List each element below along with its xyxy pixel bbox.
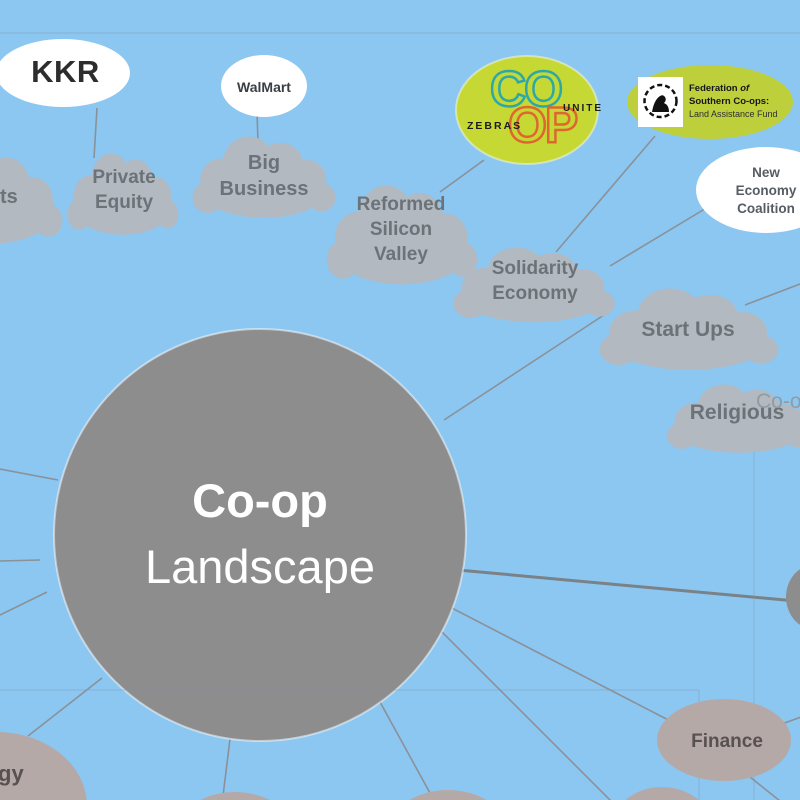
center-node-label: Co-op Landscape [110, 468, 410, 600]
node-bottom-left[interactable] [0, 732, 87, 800]
kkr-label: KKR [31, 54, 100, 89]
coop-group-label-fragment: Co-o [756, 390, 800, 413]
edge-circle-left3 [0, 591, 48, 616]
new-economy-coalition-label: New Economy Coalition [735, 165, 797, 216]
edge-circle-left1 [0, 468, 59, 481]
edge-startups-offscreen [744, 283, 800, 306]
zebras-co-outline-text: CO [489, 61, 565, 117]
center-node-title: Co-op [192, 474, 328, 527]
federation-line1: Federation of [689, 83, 750, 94]
edge-kkr-private-equity [93, 107, 98, 159]
node-dark-right-edge[interactable] [786, 564, 800, 630]
zebras-op-outline-text: OP [507, 97, 580, 153]
edge-circle-startups [443, 310, 611, 421]
edge-circle-bottomleft [27, 677, 103, 737]
edge-circle-bottom3 [379, 701, 431, 794]
node-finance[interactable] [657, 699, 791, 781]
connector-lines [0, 107, 800, 800]
federation-line2: Southern Co-ops: [689, 96, 770, 107]
federation-line3: Land Assistance Fund [689, 109, 778, 119]
big-business-label: Big Business [219, 152, 309, 201]
edge-zebras-reformed-sv [439, 159, 485, 193]
bottom-left-label-fragment: gy [0, 761, 24, 786]
edge-circle-finance [447, 605, 677, 725]
edge-finance-bottom [749, 776, 781, 800]
zebras-unite-word: UNITE [563, 103, 603, 114]
edge-circle-bottom4 [441, 631, 612, 800]
zebras-word: ZEBRAS [467, 120, 523, 132]
edge-federation-solidarity [555, 135, 656, 253]
node-walmart[interactable] [221, 55, 307, 117]
edge-circle-left2 [0, 559, 41, 562]
walmart-label: WalMart [237, 79, 291, 95]
finance-label: Finance [691, 731, 763, 752]
start-ups-label: Start Ups [641, 318, 735, 341]
religious-label: Religious [689, 401, 785, 424]
solidarity-economy-label: Solidarity Economy [491, 258, 579, 305]
edge-circle-dark-node-thick [457, 568, 797, 603]
edge-walmart-big-business [256, 111, 259, 143]
private-equity-label: Private Equity [92, 167, 156, 214]
zebras-unite-logo-text: CO OP UNITE ZEBRAS [456, 56, 606, 164]
node-new-economy-coalition[interactable] [696, 147, 800, 233]
panther-emblem-icon [643, 83, 678, 119]
node-kkr[interactable] [0, 39, 130, 107]
threats-cloud-label-fragment: ts [0, 186, 18, 208]
edge-nec-solidarity [609, 206, 709, 267]
center-node-coop-landscape[interactable] [53, 328, 467, 742]
node-bottom-2[interactable] [167, 792, 303, 800]
reformed-silicon-valley-label: Reformed Silicon Valley [356, 194, 446, 266]
federation-logo-text: Federation of Southern Co-ops: Land Assi… [689, 82, 791, 121]
node-bottom-4[interactable] [605, 787, 719, 800]
edge-circle-bottom2 [222, 738, 231, 797]
node-zebras-unite-logo[interactable] [455, 55, 599, 165]
node-bottom-3[interactable] [380, 790, 516, 800]
center-node-subtitle: Landscape [145, 540, 375, 593]
